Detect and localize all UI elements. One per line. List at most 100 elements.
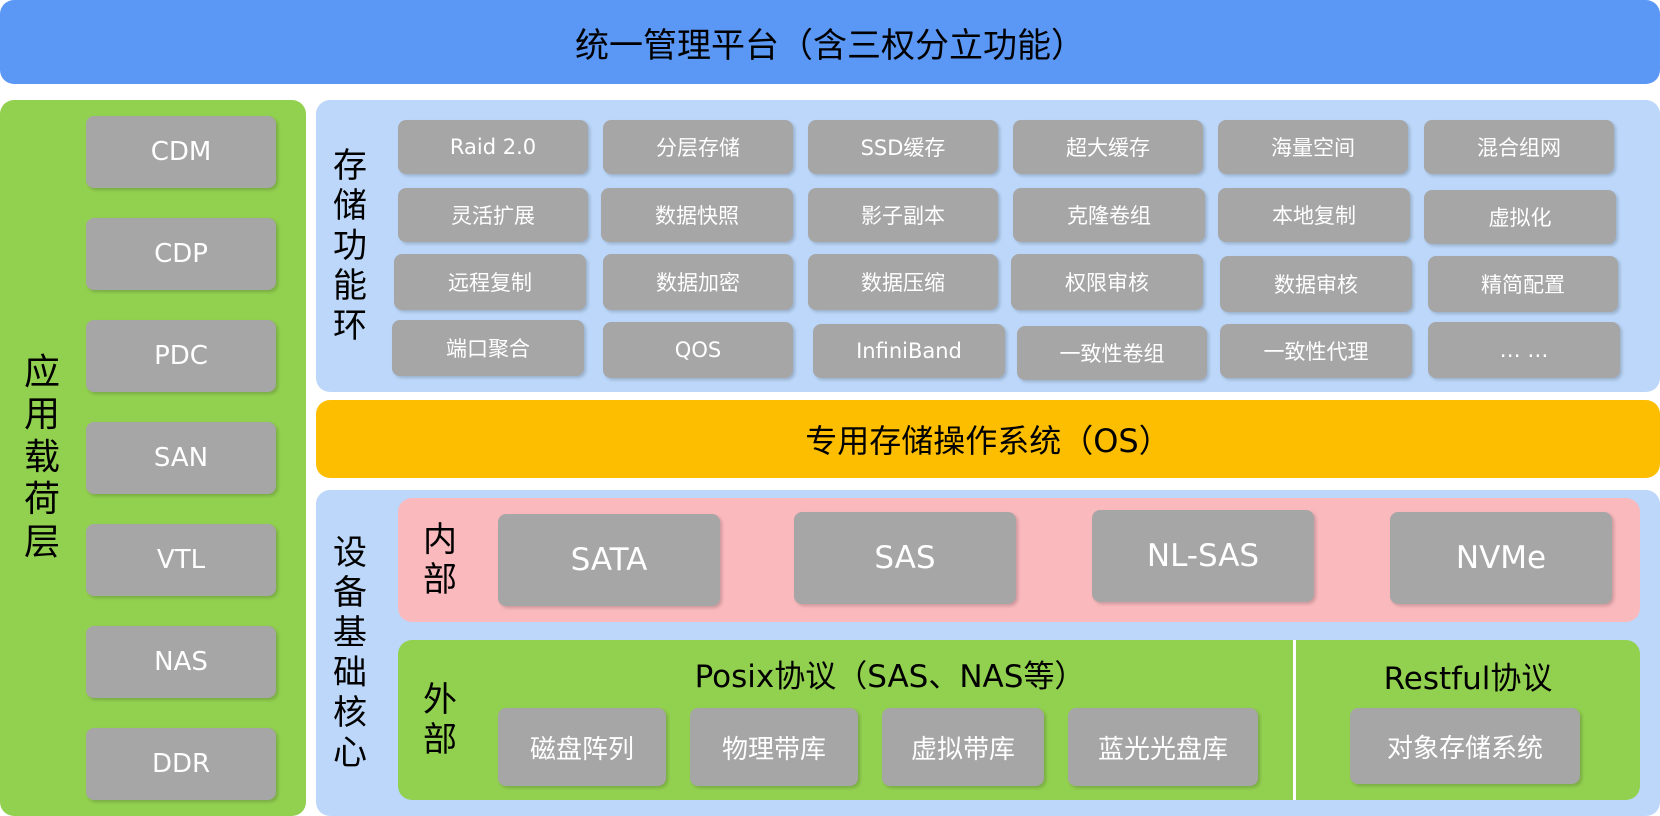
function-label: Raid 2.0 xyxy=(449,135,537,159)
application-layer-label: 应 用 载 荷 层 xyxy=(18,100,66,816)
function-item: 克隆卷组 xyxy=(1013,188,1205,242)
restful-item-label: 对象存储系统 xyxy=(1386,733,1543,764)
app-item-vtl: VTL xyxy=(86,524,276,596)
function-item: 数据压缩 xyxy=(808,254,998,310)
posix-item-virtual-tape: 虚拟带库 xyxy=(882,708,1044,786)
app-item-label: NAS xyxy=(154,647,208,677)
restful-protocol-title: Restful协议 xyxy=(1296,650,1640,700)
function-item: QOS xyxy=(603,322,793,378)
posix-protocol-title: Posix协议（SAS、NAS等） xyxy=(500,648,1280,698)
internal-label-char: 部 xyxy=(423,560,457,600)
function-item: 数据审核 xyxy=(1220,256,1412,312)
function-label: 一致性代理 xyxy=(1263,340,1369,364)
function-item: 海量空间 xyxy=(1218,120,1408,174)
storage-functions-label: 存 储 功 能 环 xyxy=(326,104,374,388)
disk-type-nvme: NVMe xyxy=(1390,512,1612,604)
function-label: 远程复制 xyxy=(448,271,532,295)
function-item: 精简配置 xyxy=(1428,256,1618,312)
sf-label-char: 环 xyxy=(333,306,367,347)
internal-label: 内 部 xyxy=(414,506,466,614)
function-item: … … xyxy=(1428,322,1620,378)
disk-type-sas: SAS xyxy=(794,512,1016,604)
function-item: 一致性卷组 xyxy=(1017,326,1207,380)
app-item-nas: NAS xyxy=(86,626,276,698)
app-label-char: 用 xyxy=(23,394,60,436)
disk-type-nl-sas: NL-SAS xyxy=(1092,510,1314,602)
function-label: 数据压缩 xyxy=(861,271,945,295)
function-label: 数据加密 xyxy=(656,271,740,295)
top-title: 统一管理平台（含三权分立功能） xyxy=(575,25,1085,66)
function-item: 数据快照 xyxy=(601,188,793,242)
function-label: 影子副本 xyxy=(861,204,945,228)
app-item-label: SAN xyxy=(153,443,209,473)
function-item: 一致性代理 xyxy=(1220,324,1412,378)
function-label: 精简配置 xyxy=(1481,273,1565,297)
function-item: SSD缓存 xyxy=(808,120,998,174)
function-label: 混合组网 xyxy=(1477,136,1561,160)
app-item-label: VTL xyxy=(156,545,206,575)
function-item: 权限审核 xyxy=(1011,254,1203,310)
external-label: 外 部 xyxy=(414,664,466,776)
function-item: 端口聚合 xyxy=(392,320,584,376)
app-label-char: 荷 xyxy=(23,479,60,521)
restful-item-object-storage: 对象存储系统 xyxy=(1350,708,1580,784)
app-label-char: 载 xyxy=(23,436,60,478)
function-label: QOS xyxy=(674,338,722,362)
sf-label-char: 功 xyxy=(333,225,367,266)
function-item: 分层存储 xyxy=(603,120,793,174)
function-label: 一致性卷组 xyxy=(1059,342,1165,366)
external-label-char: 部 xyxy=(423,720,457,760)
unified-management-platform-bar: 统一管理平台（含三权分立功能） xyxy=(0,0,1660,84)
dedicated-storage-os-bar: 专用存储操作系统（OS） xyxy=(316,400,1660,478)
app-item-pdc: PDC xyxy=(86,320,276,392)
posix-title-text: Posix协议（SAS、NAS等） xyxy=(694,658,1086,695)
function-item: 混合组网 xyxy=(1424,120,1614,174)
dc-label-char: 备 xyxy=(333,572,367,613)
disk-type-label: NVMe xyxy=(1455,540,1547,576)
function-label: 海量空间 xyxy=(1271,136,1355,160)
function-item: InfiniBand xyxy=(813,324,1005,378)
dc-label-char: 心 xyxy=(333,733,367,774)
app-item-label: CDM xyxy=(150,137,212,167)
function-label: 端口聚合 xyxy=(446,337,530,361)
app-item-label: DDR xyxy=(151,749,211,779)
app-item-ddr: DDR xyxy=(86,728,276,800)
function-label: 虚拟化 xyxy=(1488,206,1552,230)
app-label-char: 应 xyxy=(23,351,60,393)
dc-label-char: 设 xyxy=(333,532,367,573)
sf-label-char: 能 xyxy=(333,266,367,307)
function-label: 权限审核 xyxy=(1065,271,1149,295)
function-item: Raid 2.0 xyxy=(398,120,588,174)
function-item: 远程复制 xyxy=(394,254,586,310)
function-item: 数据加密 xyxy=(603,254,793,310)
dc-label-char: 核 xyxy=(333,693,367,734)
function-label: 超大缓存 xyxy=(1066,136,1150,160)
disk-type-label: NL-SAS xyxy=(1146,538,1260,574)
function-label: 本地复制 xyxy=(1272,204,1356,228)
posix-item-physical-tape: 物理带库 xyxy=(690,708,858,786)
function-label: … … xyxy=(1499,338,1549,362)
posix-item-label: 虚拟带库 xyxy=(910,734,1015,765)
dc-label-char: 础 xyxy=(333,653,367,693)
app-item-san: SAN xyxy=(86,422,276,494)
function-label: 数据快照 xyxy=(655,204,739,228)
posix-item-disk-array: 磁盘阵列 xyxy=(498,708,666,786)
disk-type-label: SAS xyxy=(874,540,936,576)
app-item-label: PDC xyxy=(154,341,208,371)
function-item: 虚拟化 xyxy=(1424,190,1616,244)
external-label-char: 外 xyxy=(423,679,457,720)
restful-title-text: Restful协议 xyxy=(1383,660,1553,697)
posix-item-label: 蓝光光盘库 xyxy=(1097,734,1228,765)
function-label: 数据审核 xyxy=(1274,273,1358,297)
app-item-label: CDP xyxy=(154,239,208,269)
protocol-divider xyxy=(1293,640,1296,800)
app-item-cdm: CDM xyxy=(86,116,276,188)
function-item: 超大缓存 xyxy=(1013,120,1203,174)
dc-label-char: 基 xyxy=(333,612,367,653)
device-core-label: 设 备 基 础 核 心 xyxy=(326,494,374,812)
function-label: 分层存储 xyxy=(656,136,740,160)
function-item: 灵活扩展 xyxy=(398,188,588,242)
function-item: 影子副本 xyxy=(808,188,998,242)
posix-item-bluray-library: 蓝光光盘库 xyxy=(1068,708,1258,786)
function-label: InfiniBand xyxy=(856,339,962,363)
